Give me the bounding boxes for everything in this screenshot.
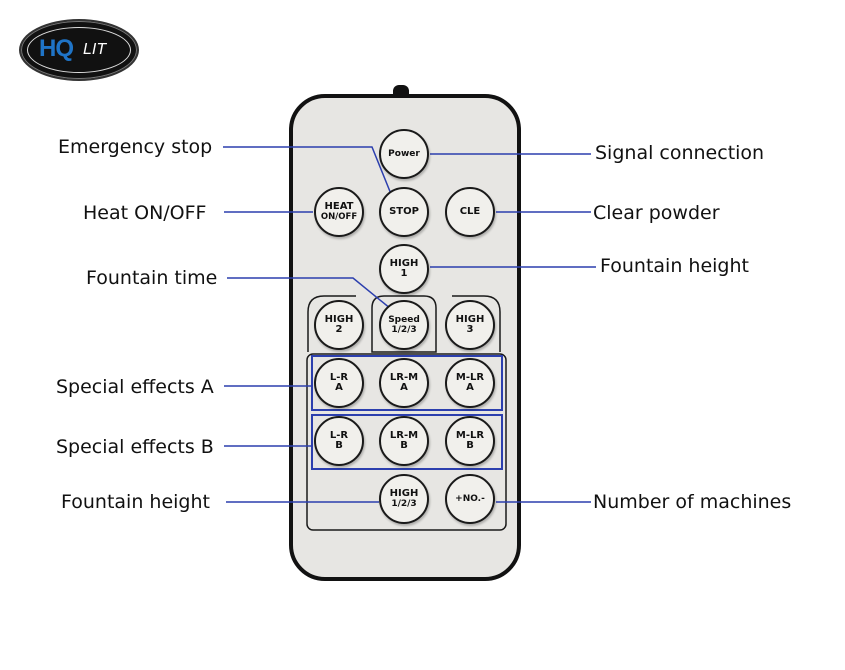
lr-a-button-label-0: L-R [329,372,349,383]
lrm-b-button-label-0: LR-M [389,430,419,441]
speed-button-label-1: 1/2/3 [391,325,417,335]
mlr-a-button-label-0: M-LR [455,372,485,383]
mlr-b-button-label-0: M-LR [455,430,485,441]
high123-button-label-1: 1/2/3 [391,499,417,509]
label-fountain-time: Fountain time [86,267,218,289]
heat-button-label-1: ON/OFF [320,212,358,222]
stop-button[interactable]: STOP [379,187,429,237]
label-signal-connection: Signal connection [595,142,765,164]
label-emergency-stop: Emergency stop [58,136,213,158]
high1-button-label-0: HIGH [389,258,419,269]
lrm-b-button-label-1: B [400,440,408,451]
label-number-of-machines: Number of machines [593,491,792,513]
no-button-label-0: +NO.- [455,494,485,504]
logo-hq-text: HQ [39,35,74,62]
lr-b-button-label-0: L-R [329,430,349,441]
label-heat-on-off: Heat ON/OFF [83,202,207,224]
no-button[interactable]: +NO.- [445,474,495,524]
cle-button[interactable]: CLE [445,187,495,237]
mlr-b-button-label-1: B [466,440,474,451]
logo-ring [27,27,131,73]
high2-button-label-1: 2 [335,324,343,335]
cle-button-label-0: CLE [459,206,481,217]
label-fountain-height-bottom: Fountain height [61,491,210,513]
lr-a-button-label-1: A [335,382,343,393]
speed-button-label-0: Speed [388,315,420,325]
lr-b-button-label-1: B [335,440,343,451]
logo-lit-text: LIT [83,41,107,58]
high2-button-label-0: HIGH [324,314,354,325]
label-fountain-height-top: Fountain height [600,255,749,277]
lrm-a-button-label-0: LR-M [389,372,419,383]
label-special-effects-b: Special effects B [56,436,214,458]
label-clear-powder: Clear powder [593,202,720,224]
high3-button-label-0: HIGH [455,314,485,325]
heat-button-label-0: HEAT [324,201,354,212]
power-button[interactable]: Power [379,129,429,179]
power-button-label-0: Power [388,149,420,159]
brand-logo: HQ LIT [19,19,139,81]
stop-button-label-0: STOP [389,206,419,217]
high1-button-label-1: 1 [400,268,408,279]
high3-button-label-1: 3 [466,324,474,335]
lrm-a-button-label-1: A [400,382,408,393]
high123-button-label-0: HIGH [389,488,419,499]
label-special-effects-a: Special effects A [56,376,214,398]
mlr-a-button-label-1: A [466,382,474,393]
